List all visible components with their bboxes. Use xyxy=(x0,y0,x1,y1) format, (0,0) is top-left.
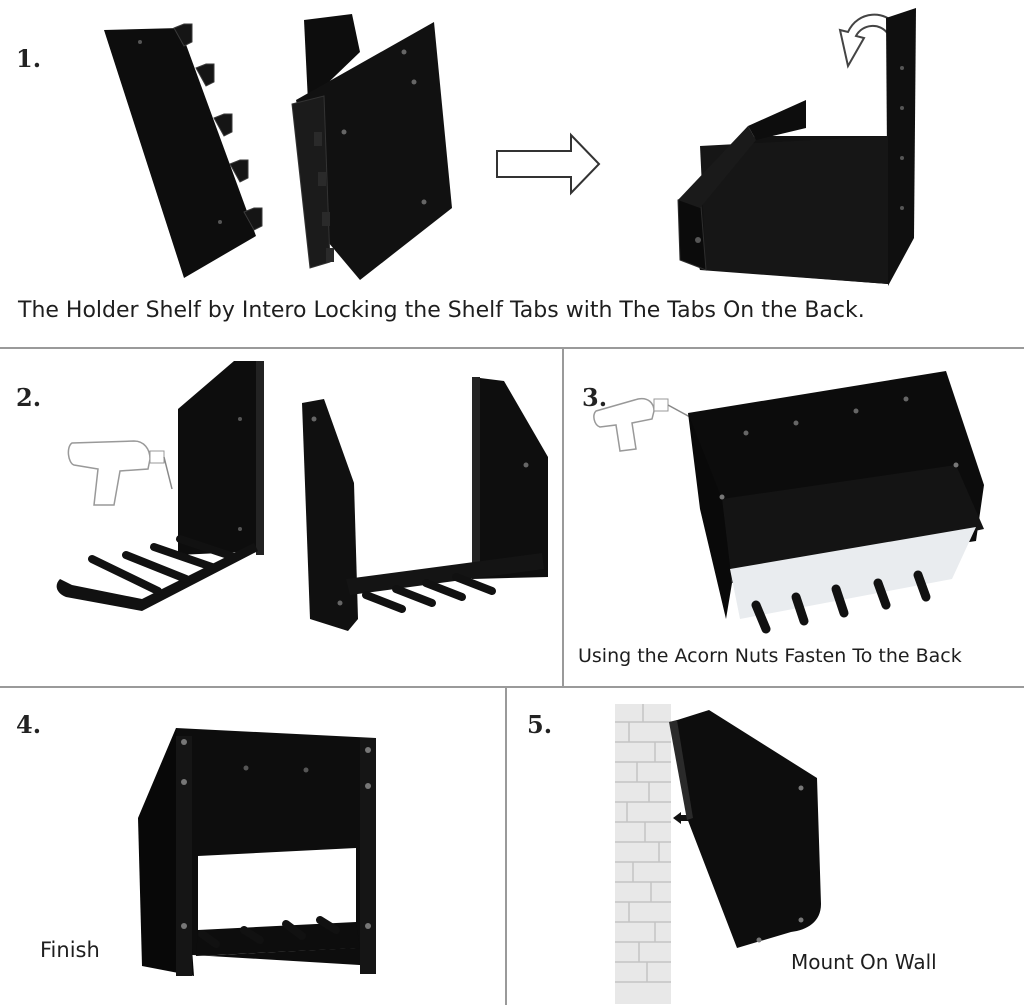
back-panel-with-tabs xyxy=(100,22,270,282)
step-2-panel: 2. xyxy=(0,349,562,686)
brick-wall xyxy=(615,704,671,1004)
side-profile-panel xyxy=(667,708,857,952)
folded-side-panels xyxy=(284,12,464,284)
drill-icon xyxy=(592,385,692,455)
step-3-panel: 3. Using the Acorn Nuts Fasten To the Ba… xyxy=(564,349,1024,686)
assembled-holder-open xyxy=(686,369,992,645)
step-1-panel: 1. xyxy=(0,0,1024,347)
back-panel-with-hooks xyxy=(50,359,270,619)
step-5-caption: Mount On Wall xyxy=(791,950,937,974)
step-1-caption: The Holder Shelf by Intero Locking the S… xyxy=(18,298,865,323)
step-5-panel: 5. Mount On Wall xyxy=(507,688,1024,1005)
step-5-number: 5. xyxy=(527,710,552,739)
step-2-number: 2. xyxy=(16,383,41,412)
step-1-number: 1. xyxy=(16,44,41,73)
step-4-panel: 4. Finish xyxy=(0,688,505,1005)
step-4-number: 4. xyxy=(16,710,41,739)
arrow-right-icon xyxy=(495,133,603,195)
step-3-caption: Using the Acorn Nuts Fasten To the Back xyxy=(578,645,962,667)
step-4-caption: Finish xyxy=(40,938,100,962)
assembled-shelf xyxy=(676,8,920,290)
finished-holder xyxy=(136,726,384,984)
side-panels-with-base xyxy=(296,373,556,637)
